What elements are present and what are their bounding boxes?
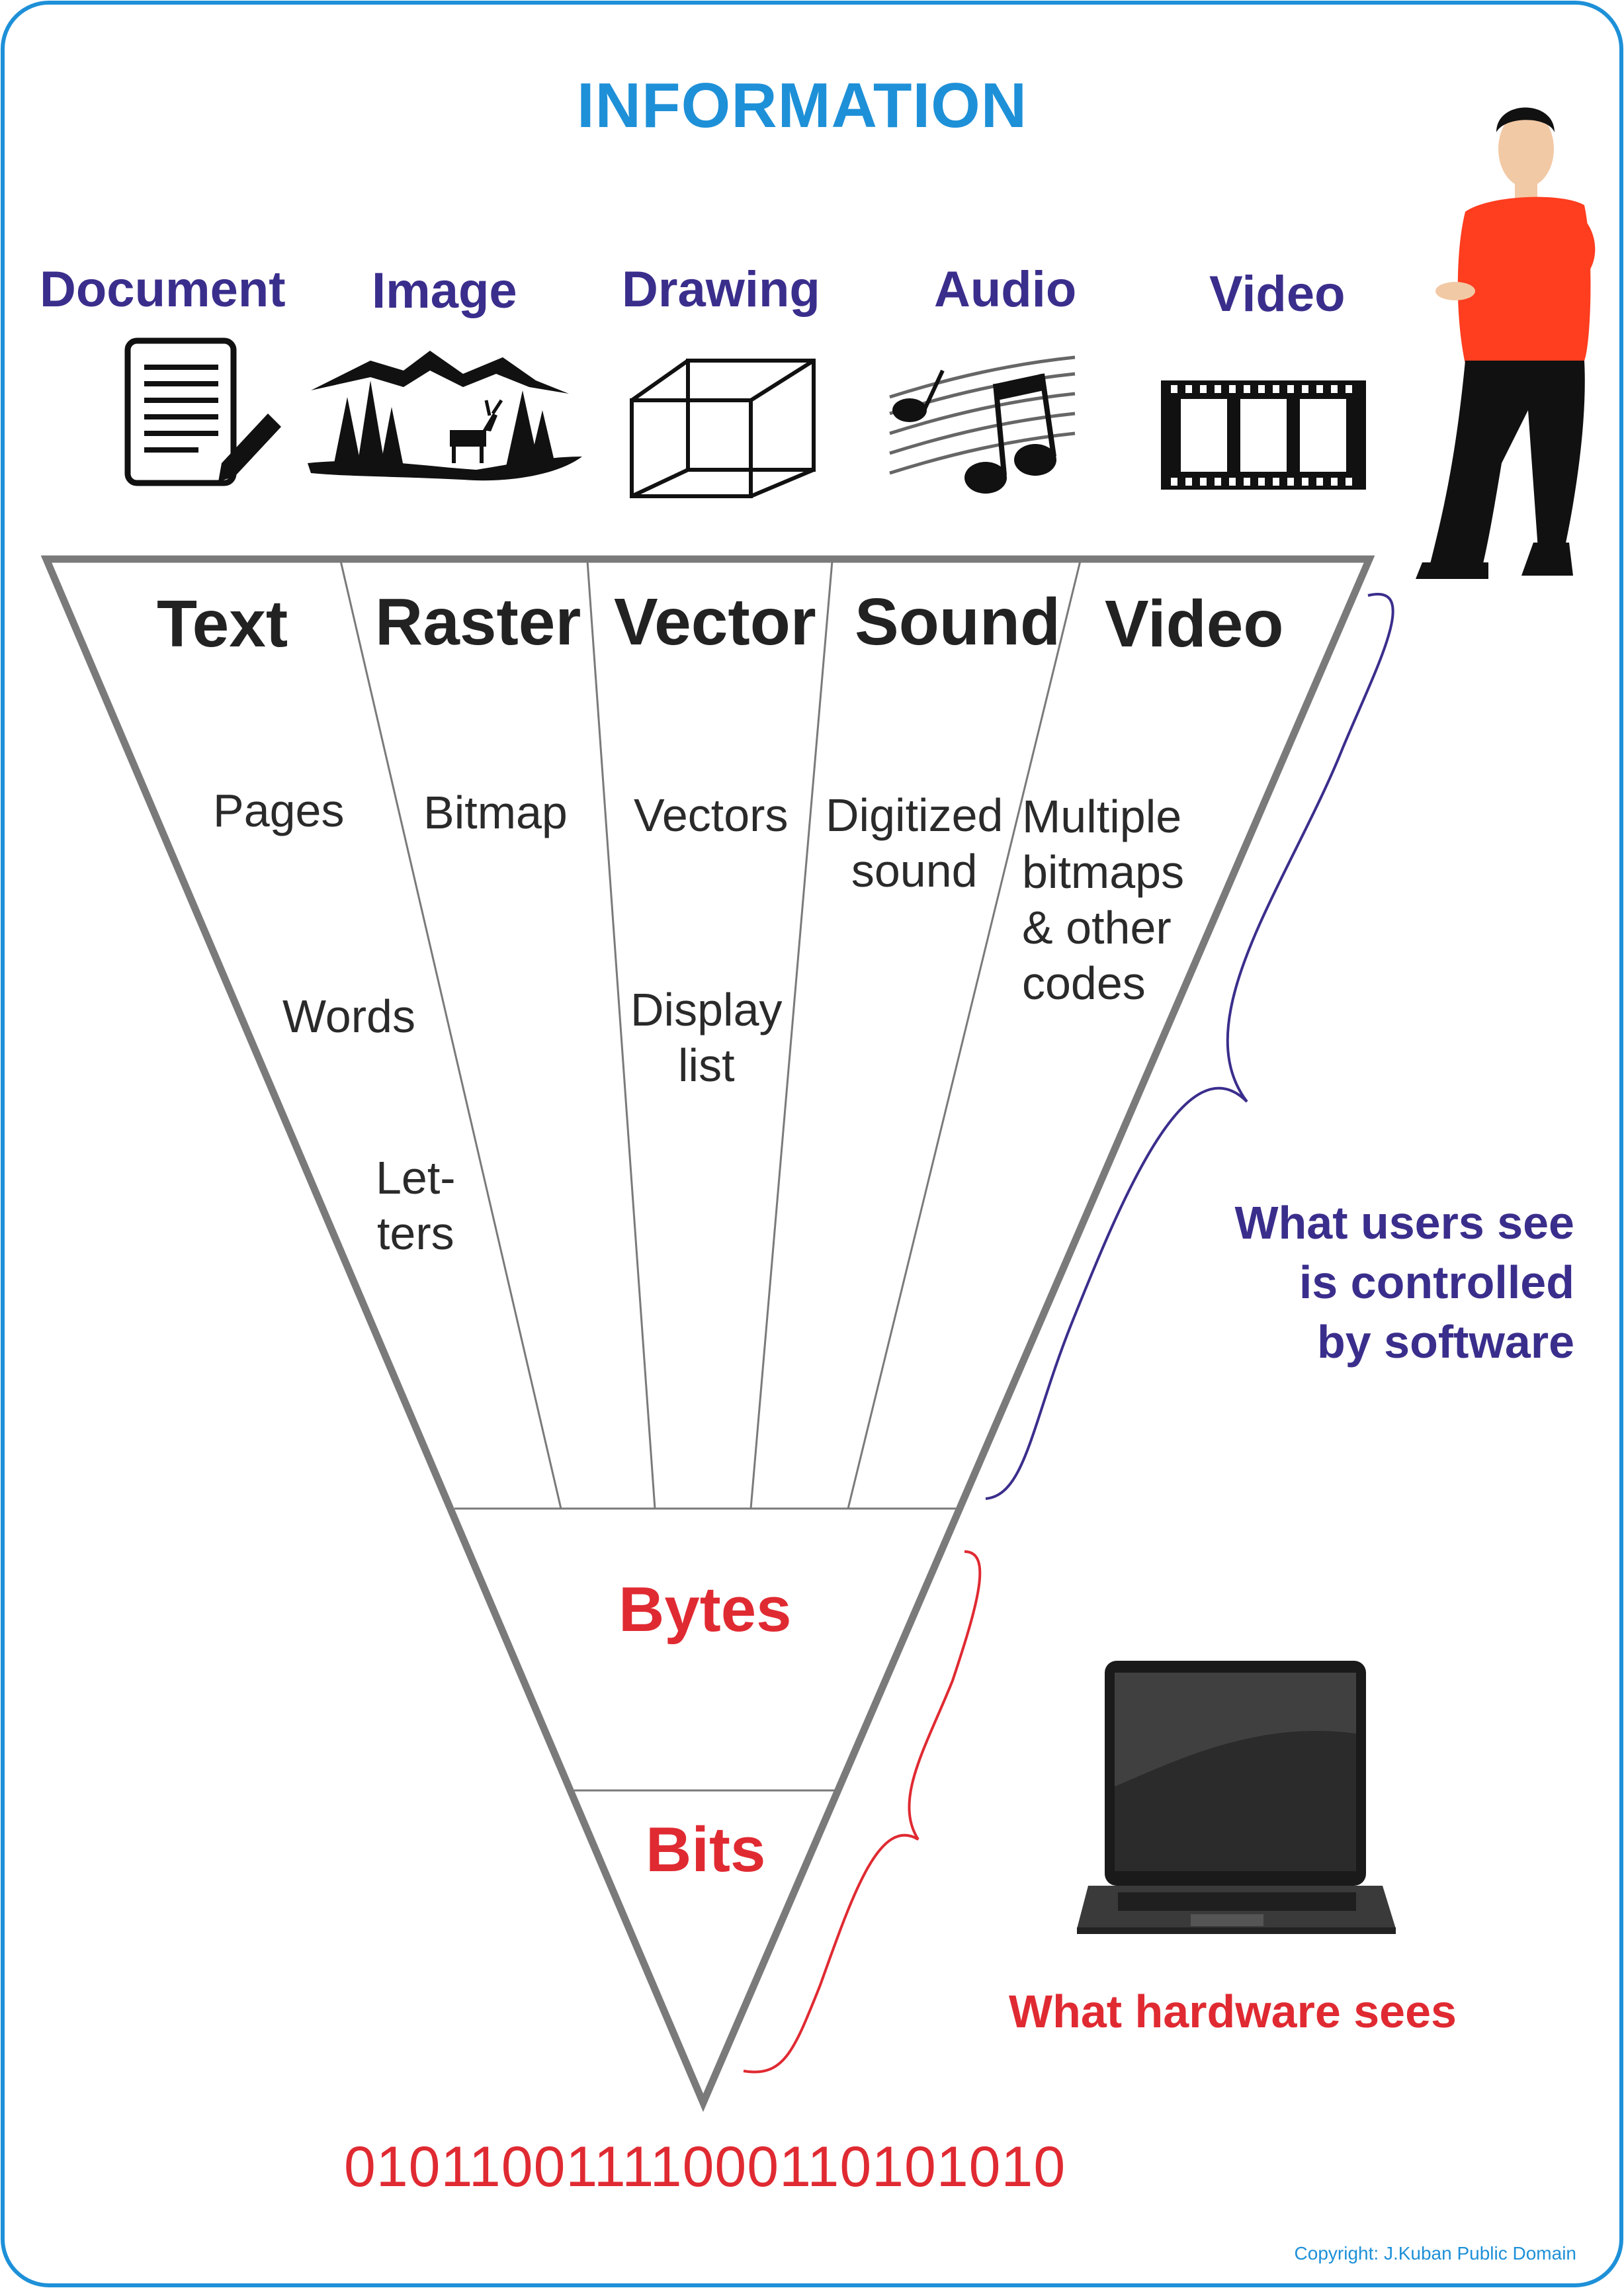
landscape-icon: [308, 351, 582, 481]
document-icon: [124, 337, 281, 486]
divider-raster-vector: [586, 560, 656, 1509]
category-video: Video: [1209, 266, 1346, 322]
category-image: Image: [372, 263, 517, 319]
hardware-brace: [743, 1550, 982, 2074]
bits-label: Bits: [646, 1814, 766, 1885]
layer-raster: Raster: [375, 585, 581, 659]
label-digitized-sound: Digitized sound: [826, 789, 1004, 897]
label-pages: Pages: [213, 785, 345, 836]
layer-sound: Sound: [855, 585, 1061, 659]
laptop-image: [1077, 1661, 1396, 1934]
category-drawing: Drawing: [622, 261, 820, 318]
category-audio: Audio: [934, 261, 1077, 318]
copyright-note: Copyright: J.Kuban Public Domain: [1294, 2243, 1576, 2264]
label-words: Words: [282, 990, 415, 1042]
divider-vector-sound: [749, 560, 833, 1509]
category-document: Document: [40, 261, 286, 318]
divider-sound-video: [847, 560, 1082, 1509]
label-letters: Let- ters: [376, 1152, 456, 1259]
binary-string: 01011001111000110101010: [344, 2135, 1066, 2199]
label-bitmap: Bitmap: [423, 787, 568, 838]
page-title: INFORMATION: [577, 70, 1028, 141]
divider-text-raster: [339, 560, 562, 1509]
bytes-label: Bytes: [619, 1574, 792, 1645]
music-notes-icon: [889, 355, 1076, 494]
software-note: What users see is controlled by software: [1234, 1197, 1574, 1368]
label-multiple-bitmaps: Multiple bitmaps & other codes: [1022, 791, 1185, 1009]
layer-video: Video: [1105, 587, 1284, 661]
layer-text: Text: [157, 587, 288, 661]
hardware-note: What hardware sees: [1009, 1986, 1457, 2037]
label-display-list: Display list: [630, 984, 783, 1091]
software-brace: [985, 593, 1394, 1500]
funnel-outline: [40, 555, 1375, 2112]
film-strip-icon: [1161, 380, 1366, 490]
cube-icon: [630, 359, 816, 498]
layer-vector: Vector: [614, 585, 816, 659]
person-figure: [1416, 107, 1596, 579]
label-vectors: Vectors: [634, 789, 789, 841]
